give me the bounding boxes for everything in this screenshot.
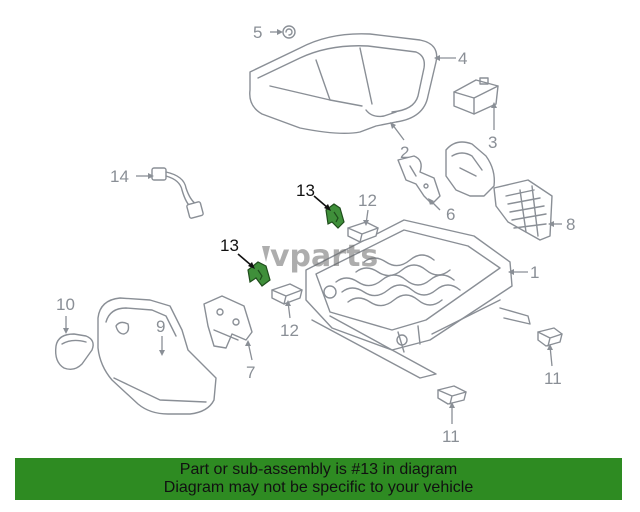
leader-lines [63,29,562,424]
callout-11-right: 11 [544,369,562,388]
part-7-bracket [203,295,253,349]
part-10-knob [54,333,94,371]
part-12-cap-lower [271,283,303,305]
callout-8: 8 [566,215,575,234]
part-11-cap-lower [437,385,467,405]
callout-12-upper: 12 [358,191,377,210]
callout-10: 10 [56,295,75,314]
part-14-harness [151,167,204,219]
callout-2: 2 [400,143,409,162]
part-1-seat-frame [305,219,531,379]
callout-12-lower: 12 [280,321,299,340]
part-13-leaders [237,195,331,269]
callout-11-lower: 11 [442,427,460,446]
info-banner: Part or sub-assembly is #13 in diagram D… [15,458,622,500]
parts-diagram: vparts 5 4 3 2 14 13 12 6 8 13 1 10 9 12… [54,23,575,446]
part-9-side-shield [97,297,217,415]
vparts-watermark: vparts [262,239,378,274]
watermark-text: vparts [270,239,378,274]
callout-14: 14 [110,167,129,186]
part-3-switch [453,77,499,115]
callout-3: 3 [488,133,497,152]
callout-1: 1 [530,263,539,282]
callout-4: 4 [458,49,467,68]
banner-line-1: Part or sub-assembly is #13 in diagram [179,461,458,478]
callout-13-upper: 13 [296,181,315,200]
callout-7: 7 [246,363,255,382]
part-side-shield [445,141,496,197]
callout-6: 6 [446,205,455,224]
part-4-cushion-cover [249,33,438,135]
part-11-cap-right [537,327,563,347]
callout-13-lower: 13 [220,236,239,255]
banner-line-2: Diagram may not be specific to your vehi… [163,479,474,496]
part-8-back-panel [493,179,553,241]
callout-5: 5 [253,23,262,42]
part-5-clip [282,25,296,39]
callout-9: 9 [156,317,165,336]
part-6-bracket [397,155,441,205]
